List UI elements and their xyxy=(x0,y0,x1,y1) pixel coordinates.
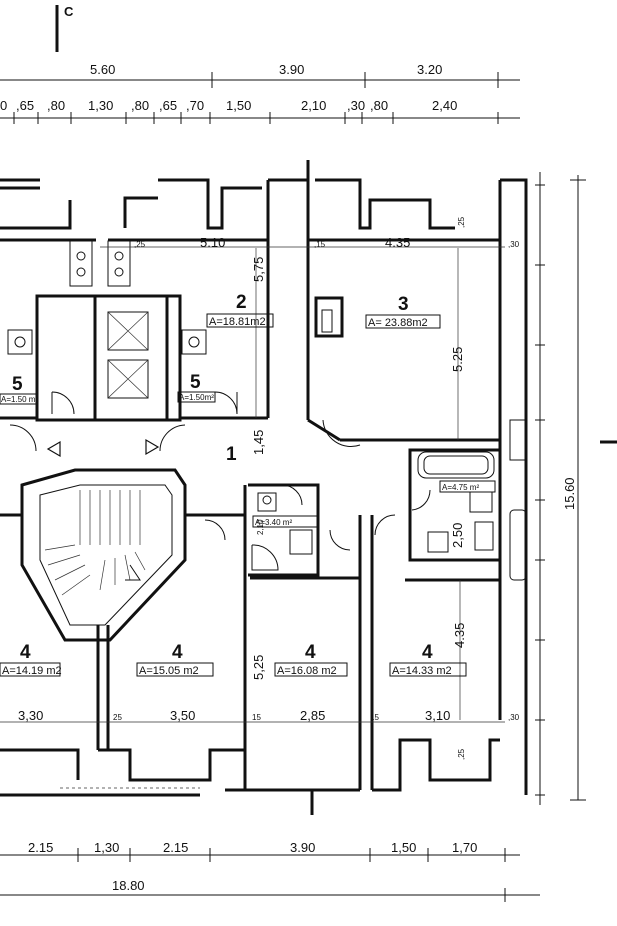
inner-top-dimension: ,25 5.10 ,15 4.35 ,30 xyxy=(100,235,520,250)
svg-text:4.35: 4.35 xyxy=(385,235,410,250)
room-5-right-label: 5 A=1.50m² xyxy=(177,372,216,403)
inner-bottom-dimension: 3,30 25 3,50 15 2,85 15 3,10 ,30 xyxy=(0,708,520,723)
svg-text:C: C xyxy=(64,4,74,19)
svg-text:4: 4 xyxy=(422,642,433,663)
svg-text:2,40: 2,40 xyxy=(432,98,457,113)
svg-text:,80: ,80 xyxy=(47,98,65,113)
svg-text:A=15.05 m2: A=15.05 m2 xyxy=(139,665,199,677)
bottom-dimension-total: 18.80 xyxy=(0,878,540,902)
svg-text:A=14.19 m2: A=14.19 m2 xyxy=(2,665,62,677)
top-dimension-row-2: 0 ,65 ,80 1,30 ,80 ,65 ,70 1,50 2,10 ,30… xyxy=(0,98,520,124)
svg-text:,65: ,65 xyxy=(16,98,34,113)
svg-text:5.10: 5.10 xyxy=(200,235,225,250)
svg-text:5: 5 xyxy=(190,372,201,393)
svg-text:A= 23.88m2: A= 23.88m2 xyxy=(368,317,428,329)
dim-top-5-60: 5.60 xyxy=(90,62,115,77)
dim-top-3-20: 3.20 xyxy=(417,62,442,77)
top-dimension-row-1: 5.60 3.90 3.20 xyxy=(0,62,520,88)
svg-text:2,85: 2,85 xyxy=(300,708,325,723)
room-4-d-label: 4 A=14.33 m2 xyxy=(389,642,467,677)
svg-text:2.15: 2.15 xyxy=(28,840,53,855)
svg-text:A=18.81m2: A=18.81m2 xyxy=(209,316,266,328)
svg-text:1: 1 xyxy=(226,444,237,465)
bath-area-middle-label: A=3.40 m² xyxy=(252,515,318,528)
svg-text:2,10: 2,10 xyxy=(301,98,326,113)
svg-text:1,45: 1,45 xyxy=(251,430,266,455)
svg-text:1,50: 1,50 xyxy=(391,840,416,855)
svg-text:3.90: 3.90 xyxy=(290,840,315,855)
dim-right-15-60: 15.60 xyxy=(562,477,577,510)
right-dimension: 15.60 xyxy=(535,172,617,805)
bottom-dimension-row-1: 2.15 1,30 2.15 3.90 1,50 1,70 xyxy=(0,840,520,862)
svg-text:25: 25 xyxy=(113,713,122,722)
doors xyxy=(9,391,431,551)
svg-text:3,50: 3,50 xyxy=(170,708,195,723)
svg-text:,25: ,25 xyxy=(457,216,466,228)
svg-text:,70: ,70 xyxy=(186,98,204,113)
room-1-label: 1 xyxy=(226,444,237,465)
svg-text:15: 15 xyxy=(370,713,379,722)
room-4-c-label: 4 A=16.08 m2 xyxy=(274,642,348,677)
svg-text:,80: ,80 xyxy=(131,98,149,113)
inner-vertical-dimensions: 5,75 1,45 5.25 2,10 2,50 5,25 4.35 ,25 ,… xyxy=(251,216,467,760)
svg-text:4: 4 xyxy=(305,642,316,663)
svg-text:1,30: 1,30 xyxy=(94,840,119,855)
svg-text:A=4.75 m²: A=4.75 m² xyxy=(442,483,479,492)
svg-text:,30: ,30 xyxy=(508,240,520,249)
svg-text:1,70: 1,70 xyxy=(452,840,477,855)
svg-text:A=1.50 m²: A=1.50 m² xyxy=(1,395,38,404)
svg-text:3,10: 3,10 xyxy=(425,708,450,723)
room-2-label: 2 A=18.81m2 xyxy=(206,292,274,328)
fixtures xyxy=(7,240,527,581)
svg-text:5: 5 xyxy=(12,374,23,395)
svg-text:,80: ,80 xyxy=(370,98,388,113)
svg-text:A=1.50m²: A=1.50m² xyxy=(179,393,214,402)
svg-text:,30: ,30 xyxy=(347,98,365,113)
room-5-left-label: 5 A=1.50 m² xyxy=(0,374,38,405)
room-4-b-label: 4 A=15.05 m2 xyxy=(136,642,214,677)
building-walls xyxy=(0,160,528,815)
svg-text:,65: ,65 xyxy=(159,98,177,113)
svg-text:A=16.08 m2: A=16.08 m2 xyxy=(277,665,337,677)
svg-text:15: 15 xyxy=(252,713,261,722)
svg-text:4.35: 4.35 xyxy=(452,623,467,648)
svg-text:2.15: 2.15 xyxy=(163,840,188,855)
bath-area-right-label: A=4.75 m² xyxy=(439,480,496,493)
svg-text:4: 4 xyxy=(20,642,31,663)
dim-top-3-90: 3.90 xyxy=(279,62,304,77)
svg-text:,15: ,15 xyxy=(314,240,326,249)
svg-text:2,50: 2,50 xyxy=(450,523,465,548)
room-4-a-label: 4 A=14.19 m2 xyxy=(0,642,62,677)
svg-text:5,75: 5,75 xyxy=(251,257,266,282)
dim-bottom-18-80: 18.80 xyxy=(112,878,145,893)
svg-text:A=3.40 m²: A=3.40 m² xyxy=(255,518,292,527)
svg-text:3: 3 xyxy=(398,294,409,315)
svg-text:,25: ,25 xyxy=(457,748,466,760)
arrow-left-icon xyxy=(46,440,61,458)
svg-text:A=14.33 m2: A=14.33 m2 xyxy=(392,665,452,677)
svg-text:5.25: 5.25 xyxy=(450,347,465,372)
section-marker-c: C xyxy=(55,4,74,52)
svg-text:0: 0 xyxy=(0,98,7,113)
svg-text:,25: ,25 xyxy=(134,240,146,249)
svg-text:1,30: 1,30 xyxy=(88,98,113,113)
arrow-right-icon xyxy=(145,438,160,456)
svg-text:2: 2 xyxy=(236,292,247,313)
svg-text:3,30: 3,30 xyxy=(18,708,43,723)
svg-text:4: 4 xyxy=(172,642,183,663)
svg-text:1,50: 1,50 xyxy=(226,98,251,113)
room-3-label: 3 A= 23.88m2 xyxy=(365,294,441,329)
svg-text:5,25: 5,25 xyxy=(251,655,266,680)
svg-text:,30: ,30 xyxy=(508,713,520,722)
